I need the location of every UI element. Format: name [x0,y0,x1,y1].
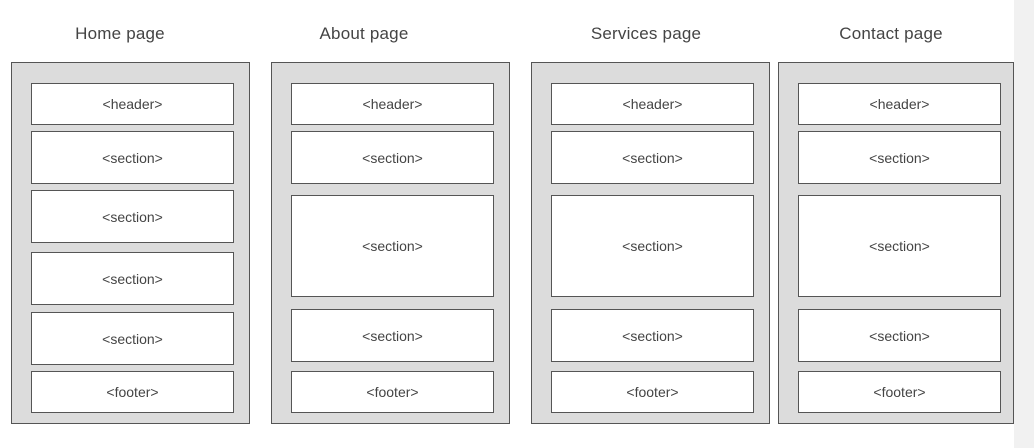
section-block: <section> [291,131,494,184]
section-block: <section> [31,131,234,184]
section-block: <section> [31,190,234,243]
section-block: <section> [798,309,1001,362]
header-block: <header> [31,83,234,125]
page-title-home: Home page [75,24,165,43]
footer-block: <footer> [31,371,234,413]
section-block: <section> [551,131,754,184]
section-block: <section> [551,309,754,362]
footer-block: <footer> [291,371,494,413]
page-frame-about: <header> <section> <section> <section> <… [271,62,510,424]
page-title-about: About page [319,24,409,43]
page-frame-home: <header> <section> <section> <section> <… [11,62,250,424]
page-title-services: Services page [590,24,702,43]
header-block: <header> [551,83,754,125]
header-block: <header> [291,83,494,125]
page-title-contact: Contact page [839,24,943,43]
scrollbar-track[interactable] [1014,0,1034,448]
footer-block: <footer> [798,371,1001,413]
header-block: <header> [798,83,1001,125]
section-block: <section> [798,195,1001,297]
section-block: <section> [291,195,494,297]
section-block: <section> [291,309,494,362]
section-block: <section> [798,131,1001,184]
footer-block: <footer> [551,371,754,413]
page-frame-services: <header> <section> <section> <section> <… [531,62,770,424]
section-block: <section> [31,312,234,365]
page-frame-contact: <header> <section> <section> <section> <… [778,62,1014,424]
section-block: <section> [551,195,754,297]
section-block: <section> [31,252,234,305]
